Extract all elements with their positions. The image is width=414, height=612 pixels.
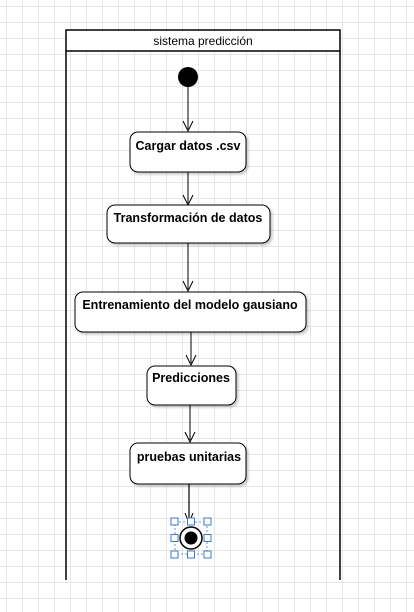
edge-start-to-cargar[interactable] [182,87,194,133]
activity-node-predicciones[interactable]: Predicciones [146,365,237,406]
final-node[interactable] [179,526,203,550]
activity-label: Transformación de datos [114,211,263,225]
activity-node-transformacion[interactable]: Transformación de datos [106,204,271,244]
activity-node-entrenamiento[interactable]: Entrenamiento del modelo gausiano [74,291,307,333]
swimlane-header[interactable] [65,29,341,52]
activity-label: Predicciones [152,371,230,385]
selection-handles [170,517,212,559]
resize-handle-ne[interactable] [203,517,212,526]
resize-handle-sw[interactable] [170,550,179,559]
resize-handle-w[interactable] [170,534,179,542]
activity-node-pruebas[interactable]: pruebas unitarias [129,442,247,485]
resize-handle-nw[interactable] [170,517,179,526]
activity-label: pruebas unitarias [137,450,241,464]
swimlane-title: sistema predicción [153,34,252,48]
resize-handle-n[interactable] [187,517,195,526]
edge-predicciones-to-pruebas[interactable] [184,405,196,444]
edge-pruebas-to-end[interactable] [184,484,194,525]
edge-cargar-to-transformacion[interactable] [182,172,194,207]
resize-handle-s[interactable] [187,550,195,559]
resize-handle-e[interactable] [203,534,212,542]
activity-label: Cargar datos .csv [136,139,241,153]
activity-node-cargar[interactable]: Cargar datos .csv [129,131,247,173]
resize-handle-se[interactable] [203,550,212,559]
edge-entrenamiento-to-predicciones[interactable] [185,332,197,367]
swimlane[interactable]: sistema predicción [65,29,341,580]
initial-node[interactable] [178,67,198,87]
activity-label: Entrenamiento del modelo gausiano [82,298,298,312]
edge-transformacion-to-entrenamiento[interactable] [182,243,194,293]
